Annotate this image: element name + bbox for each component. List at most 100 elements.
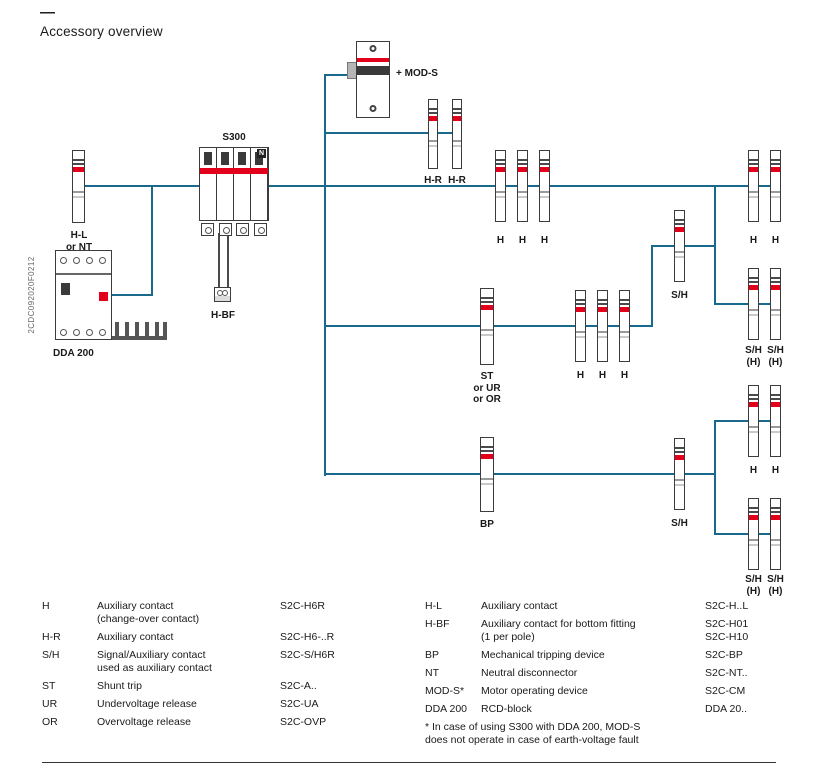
legend-row: H-R Auxiliary contact S2C-H6-..R — [42, 631, 417, 644]
legend-abbr: H-L — [425, 600, 442, 612]
section-dash: — — [40, 4, 55, 21]
label-h: H — [749, 465, 758, 476]
terminal-screw — [73, 329, 80, 336]
connector-line — [325, 325, 480, 327]
legend-abbr: OR — [42, 716, 58, 728]
connector-line — [714, 533, 776, 535]
component-s-h-h — [748, 498, 759, 570]
component-s-h-h — [770, 498, 781, 570]
s300-module — [217, 148, 234, 220]
bottom-rule — [42, 762, 776, 763]
label-s300: S300 — [222, 132, 246, 143]
label-h-r: H-R — [448, 175, 466, 186]
terminal-screw — [86, 329, 93, 336]
legend-desc: Neutral disconnector — [481, 667, 578, 679]
legend-desc: Overvoltage release — [97, 716, 191, 728]
label-s-h: S/H — [671, 290, 688, 301]
legend-code: S2C-H6R — [280, 600, 325, 612]
busbar-tooth — [155, 322, 159, 336]
connector-line — [493, 473, 716, 475]
legend-desc: RCD-block — [481, 703, 532, 715]
connector-trunk — [324, 74, 326, 476]
legend-desc: Shunt trip — [97, 680, 142, 692]
connector-line — [111, 294, 153, 296]
legend-abbr: H — [42, 600, 50, 612]
connector-line — [651, 245, 653, 327]
component-h — [517, 150, 528, 222]
connector-line — [325, 473, 480, 475]
terminal-screw — [73, 257, 80, 264]
legend-desc: Auxiliary contact — [481, 600, 558, 612]
connector-line — [714, 185, 716, 305]
label-h-r: H-R — [424, 175, 442, 186]
terminal — [201, 223, 214, 236]
label-h: H — [771, 235, 780, 246]
component-h — [575, 290, 586, 362]
terminal-screw — [86, 257, 93, 264]
legend-abbr: ST — [42, 680, 56, 692]
legend-code: S2C-H6-..R — [280, 631, 335, 643]
label-bp: BP — [480, 519, 494, 530]
legend-code: S2C-CM — [705, 685, 746, 697]
legend-row: H-L Auxiliary contact S2C-H..L — [425, 600, 795, 613]
component-h-r — [428, 99, 438, 169]
s300-terminals — [199, 223, 269, 236]
label-s-h-h: S/H (H) — [745, 345, 762, 368]
label-h: H — [749, 235, 758, 246]
connector-line — [651, 245, 674, 247]
label-h-bf: H-BF — [211, 310, 235, 321]
component-h — [495, 150, 506, 222]
legend-abbr: H-R — [42, 631, 61, 643]
label-h: H — [540, 235, 549, 246]
connector-line — [714, 420, 716, 535]
component-s300: N — [199, 147, 269, 236]
component-s-h-h — [770, 268, 781, 340]
legend-row: MOD-S* Motor operating device S2C-CM — [425, 685, 795, 698]
label-h-l-nt: H-L or NT — [65, 230, 93, 253]
legend-row: S/H Signal/Auxiliary contact used as aux… — [42, 649, 417, 675]
breaker-toggle — [221, 152, 229, 165]
s300-body: N — [199, 147, 269, 221]
dda200-divider — [56, 273, 111, 275]
legend-row: BP Mechanical tripping device S2C-BP — [425, 649, 795, 662]
component-mod-s — [347, 41, 390, 118]
component-s-h-h — [748, 268, 759, 340]
legend-footnote: * In case of using S300 with DDA 200, MO… — [425, 721, 641, 746]
wire-s300-hbf — [227, 233, 229, 287]
legend-row: H Auxiliary contact (change-over contact… — [42, 600, 417, 626]
legend-desc: Auxiliary contact for bottom fitting (1 … — [481, 618, 636, 643]
component-h-l-nt — [72, 150, 85, 223]
component-h — [770, 150, 781, 222]
page-title: Accessory overview — [40, 24, 163, 39]
legend-row: NT Neutral disconnector S2C-NT.. — [425, 667, 795, 680]
dda200-test-button — [99, 292, 108, 301]
legend-code: S2C-A.. — [280, 680, 317, 692]
mod-s-red-stripe — [357, 58, 389, 62]
legend-code: S2C-H..L — [705, 600, 749, 612]
busbar-comb — [112, 336, 167, 340]
terminal-screw — [60, 257, 67, 264]
legend-code: DDA 20.. — [705, 703, 748, 715]
legend-code: S2C-UA — [280, 698, 319, 710]
breaker-toggle — [238, 152, 246, 165]
legend-desc: Undervoltage release — [97, 698, 197, 710]
busbar-tooth — [163, 322, 167, 336]
screw — [369, 105, 377, 112]
neutral-badge: N — [257, 149, 266, 158]
mod-s-body — [356, 41, 390, 118]
breaker-toggle — [204, 152, 212, 165]
component-st-ur-or — [480, 288, 494, 365]
screw — [369, 45, 377, 52]
legend-row: H-BF Auxiliary contact for bottom fittin… — [425, 618, 795, 644]
s300-red-band — [200, 168, 268, 174]
legend-code: S2C-NT.. — [705, 667, 748, 679]
legend-abbr: DDA 200 — [425, 703, 468, 715]
legend-abbr: BP — [425, 649, 440, 661]
label-s-h: S/H — [671, 518, 688, 529]
mod-s-band — [357, 66, 389, 75]
component-h — [539, 150, 550, 222]
legend-abbr: UR — [42, 698, 58, 710]
label-s-h-h: S/H (H) — [767, 574, 784, 597]
component-s-h — [674, 438, 685, 510]
